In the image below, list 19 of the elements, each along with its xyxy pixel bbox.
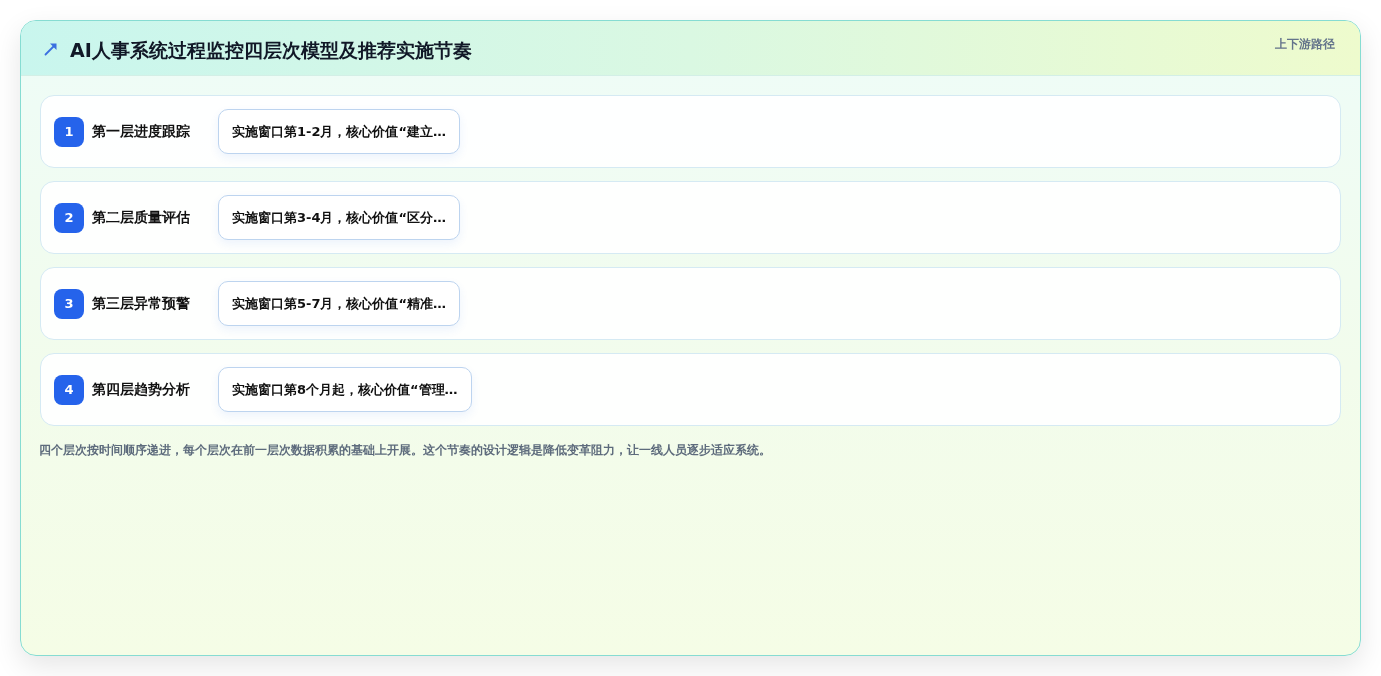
- layer-row: [40, 267, 1341, 340]
- layer-title: 第四层趋势分析: [92, 381, 190, 398]
- step-badge: 2: [54, 203, 84, 233]
- step-badge: 4: [54, 375, 84, 405]
- layer-title: 第三层异常预警: [92, 295, 190, 312]
- layer-row: [40, 95, 1341, 168]
- note-pill: 实施窗口第1-2月，核心价值“建立…: [218, 109, 461, 154]
- note-pill: 实施窗口第8个月起，核心价值“管理…: [218, 367, 472, 412]
- footnote: 四个层次按时间顺序递进，每个层次在前一层次数据积累的基础上开展。这个节奏的设计逻辑是降低变革阻力，让一线人员逐步适应系统。: [39, 442, 771, 458]
- step-badge: 1: [54, 117, 84, 147]
- layer-row: [40, 181, 1341, 254]
- title: AI人事系统过程监控四层次模型及推荐实施节奏: [70, 38, 472, 62]
- layer-title: 第二层质量评估: [92, 209, 190, 226]
- note-pill: 实施窗口第5-7月，核心价值“精准…: [218, 281, 461, 326]
- header-note: 上下游路径: [1275, 37, 1335, 52]
- layer-title: 第一层进度跟踪: [92, 123, 190, 140]
- layer-row: [40, 353, 1341, 426]
- step-badge: 3: [54, 289, 84, 319]
- note-pill: 实施窗口第3-4月，核心价值“区分…: [218, 195, 461, 240]
